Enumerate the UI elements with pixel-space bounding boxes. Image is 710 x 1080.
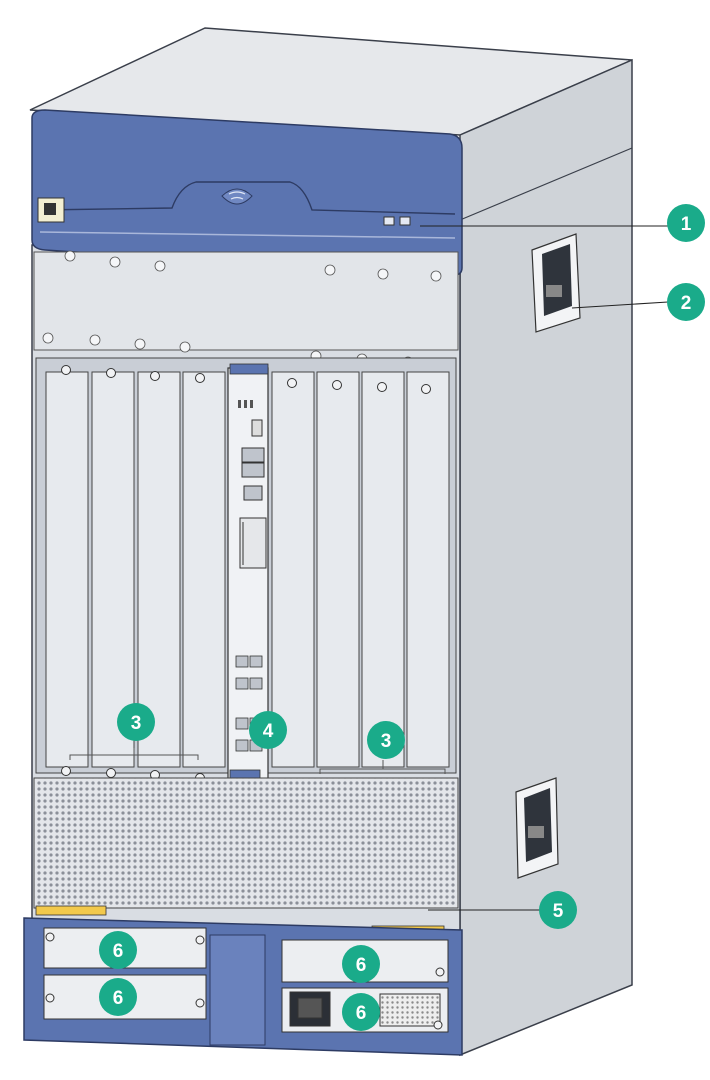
warning-label-left	[35, 905, 107, 916]
side-handle-upper	[531, 233, 581, 333]
blank-panels-left	[45, 371, 226, 768]
callout-4	[249, 711, 287, 749]
top-cover	[31, 109, 463, 277]
callout-6-bottom-left-label: 6	[113, 988, 124, 1009]
callout-3-right-label: 3	[381, 731, 392, 752]
fan-tray	[33, 777, 459, 909]
callouts: 1 2 3 3 4 5 6 6 6 6	[99, 204, 705, 1031]
callout-6-top-right	[342, 945, 380, 983]
callout-6-bottom-right	[342, 993, 380, 1031]
led-alm	[399, 216, 411, 226]
callout-6-bottom-right-label: 6	[356, 1003, 367, 1024]
callout-6-top-left-label: 6	[113, 941, 124, 962]
main-control-board	[227, 363, 269, 785]
callout-2	[667, 283, 705, 321]
callout-6-top-left	[99, 931, 137, 969]
upper-panel	[33, 251, 459, 351]
callout-6-top-right-label: 6	[356, 955, 367, 976]
callout-4-label: 4	[263, 721, 274, 742]
callout-3-left	[117, 703, 155, 741]
led-run	[383, 216, 395, 226]
callout-2-label: 2	[681, 293, 692, 314]
side-handle-lower	[515, 777, 559, 879]
callout-6-bottom-left	[99, 978, 137, 1016]
callout-1-label: 1	[681, 214, 692, 235]
callout-5	[539, 891, 577, 929]
callout-3-right	[367, 721, 405, 759]
callout-1	[667, 204, 705, 242]
callout-5-label: 5	[553, 901, 564, 922]
callout-3-left-label: 3	[131, 713, 142, 734]
blank-panels-right	[271, 371, 450, 768]
